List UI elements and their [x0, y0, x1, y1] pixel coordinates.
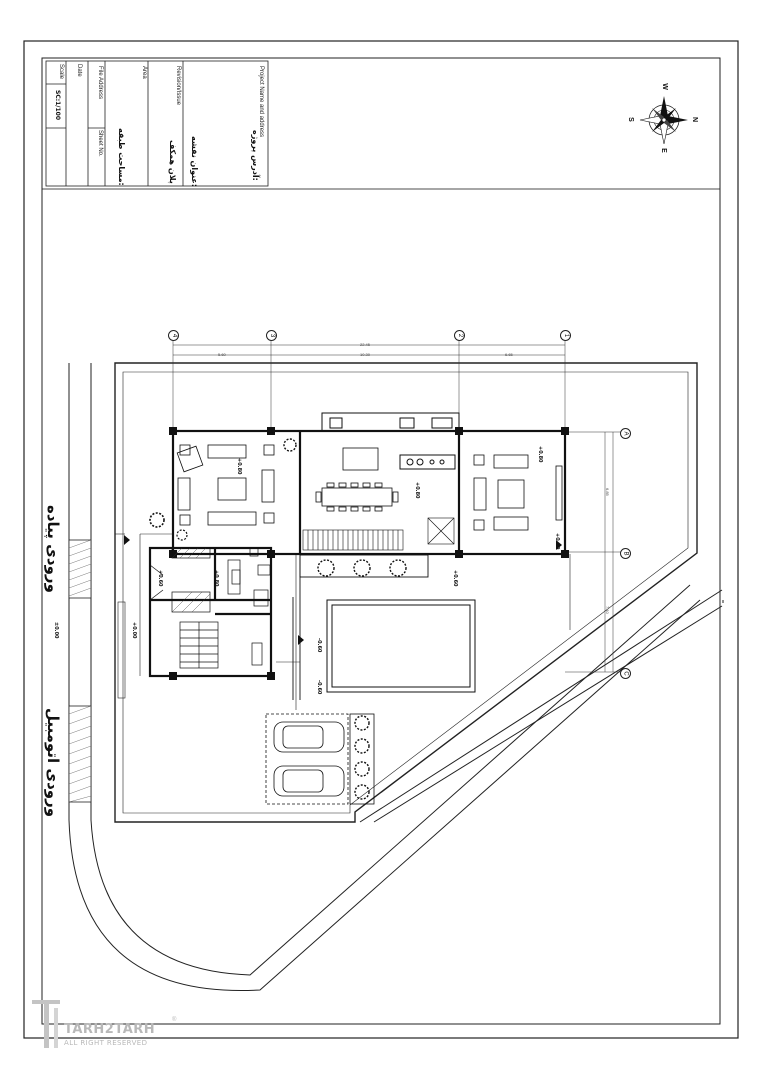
- compass-w: W: [660, 83, 668, 90]
- grid-axis-c: C: [620, 668, 631, 679]
- lobby-level: +0.80: [414, 482, 420, 499]
- watermark-logo: [32, 1000, 60, 1048]
- grid-axis-a: A: [620, 428, 631, 439]
- watermark-tagline: ALL RIGHT RESERVED: [64, 1039, 148, 1047]
- title-block: [41, 57, 721, 190]
- revision-value: عنوان نقشه:: [190, 136, 199, 188]
- grid-axis-b: B: [620, 548, 631, 559]
- compass-s: S: [626, 117, 634, 122]
- dim-side-1: 6.85: [605, 488, 610, 496]
- revision-sub: پلان همکف: [168, 140, 177, 184]
- room-level-a: +0.80: [236, 458, 242, 475]
- file-address-label: File Address: [97, 66, 103, 100]
- dim-side-2: 7.10: [605, 606, 610, 614]
- main-level: +0.00: [131, 622, 137, 639]
- entrance-strips: [68, 539, 92, 803]
- parking: [265, 713, 375, 805]
- west-block-fixtures: [149, 547, 271, 669]
- date-label: Date: [76, 64, 82, 77]
- area-value: مساحت طبقه:: [117, 128, 126, 186]
- site-boundary: [114, 362, 698, 823]
- room-level-c: +0.60: [157, 570, 163, 587]
- swimming-pool: [326, 599, 476, 693]
- entry-level: +0.60: [452, 570, 458, 587]
- project-value: آدرس پروژه:: [251, 130, 260, 181]
- area-label: Area: [141, 66, 147, 79]
- grid-axis-1: 1: [560, 330, 571, 341]
- grid-axis-4: 4: [168, 330, 179, 341]
- dim-seg-1: 5.60: [218, 352, 226, 357]
- dimension-side: [565, 431, 625, 673]
- sheet-no-label: Sheet No.: [97, 130, 103, 157]
- compass-e: E: [659, 148, 667, 153]
- scale-label: Scale: [58, 64, 64, 80]
- dim-seg-3: 6.65: [505, 352, 513, 357]
- main-stair: [302, 517, 455, 551]
- diagonal-street: [359, 589, 723, 823]
- vehicle-entrance-label: ورودی اتومبیل: [44, 708, 62, 818]
- pedestrian-entrance-label: ورودی پیاده: [44, 505, 62, 593]
- dim-total: 22.45: [360, 342, 371, 347]
- grid-axis-3: 3: [266, 330, 277, 341]
- dim-seg-2: 10.30: [360, 352, 371, 357]
- revision-label: Revision/Issue: [175, 66, 181, 106]
- pool-level-a: -0.60: [316, 638, 322, 653]
- planter-trees: [149, 438, 407, 577]
- living-furniture-right: [473, 454, 563, 531]
- compass-n: N: [691, 116, 699, 123]
- dimension-top: [172, 340, 566, 432]
- site-level: ±0.00: [53, 622, 59, 639]
- pool-level-b: -0.60: [316, 680, 322, 695]
- north-arrow: [639, 96, 688, 145]
- dining-table: [315, 447, 399, 512]
- living-level: +0.80: [537, 446, 543, 463]
- room-level-b: +0.80: [213, 570, 219, 587]
- building-walls: [148, 429, 567, 678]
- sheet-border: [23, 40, 739, 1039]
- scale-value: SC:1/100: [54, 90, 61, 121]
- level-markers: [124, 535, 562, 645]
- kitchen-bay: [321, 412, 460, 470]
- grid-axis-2: 2: [454, 330, 465, 341]
- living-furniture-left: [176, 444, 275, 526]
- terrace: [292, 554, 429, 700]
- watermark-brand: TARH2TARH: [64, 1022, 156, 1037]
- terrace-level: +0.60: [554, 533, 560, 550]
- site-lines: [115, 533, 571, 710]
- drawing-frame: [41, 57, 721, 1025]
- project-label: Project Name and address: [258, 66, 264, 138]
- closet-hatch: [171, 547, 211, 613]
- watermark-mark: ®: [172, 1017, 177, 1023]
